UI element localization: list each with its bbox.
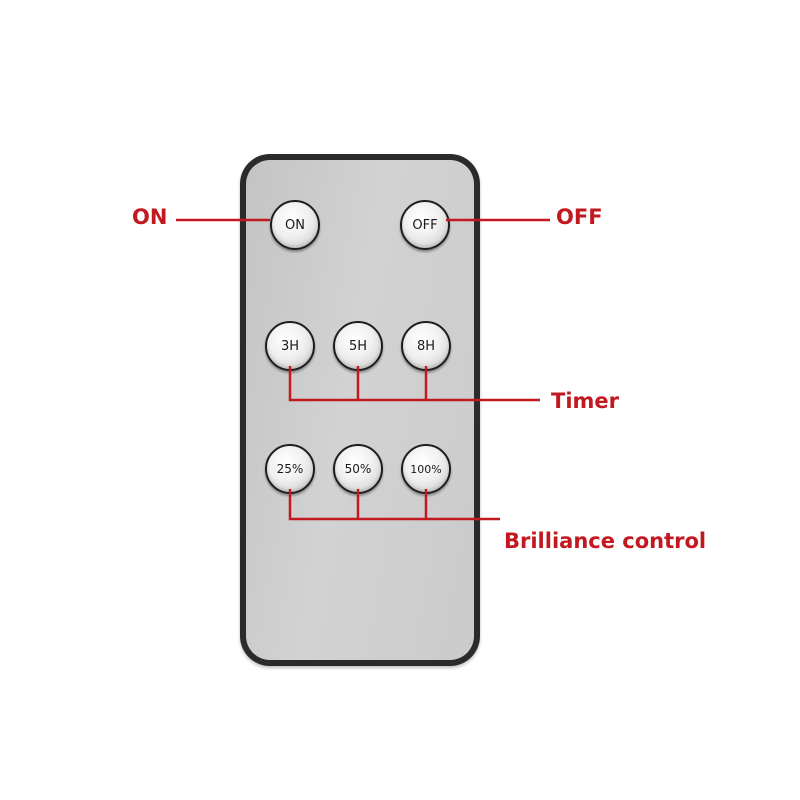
remote-face: ON OFF 3H 5H 8H 25% 50% 100% [246,160,474,660]
timer-3h-button[interactable]: 3H [265,321,315,371]
on-button[interactable]: ON [270,200,320,250]
brightness-100-button[interactable]: 100% [401,444,451,494]
on-callout-label: ON [132,205,168,229]
timer-callout-label: Timer [551,389,620,413]
brightness-25-button[interactable]: 25% [265,444,315,494]
timer-8h-button[interactable]: 8H [401,321,451,371]
off-button[interactable]: OFF [400,200,450,250]
off-callout-label: OFF [556,205,603,229]
timer-5h-button[interactable]: 5H [333,321,383,371]
remote-control: ON OFF 3H 5H 8H 25% 50% 100% [240,154,480,666]
brightness-50-button[interactable]: 50% [333,444,383,494]
brilliance-callout-label: Brilliance control [504,529,707,553]
